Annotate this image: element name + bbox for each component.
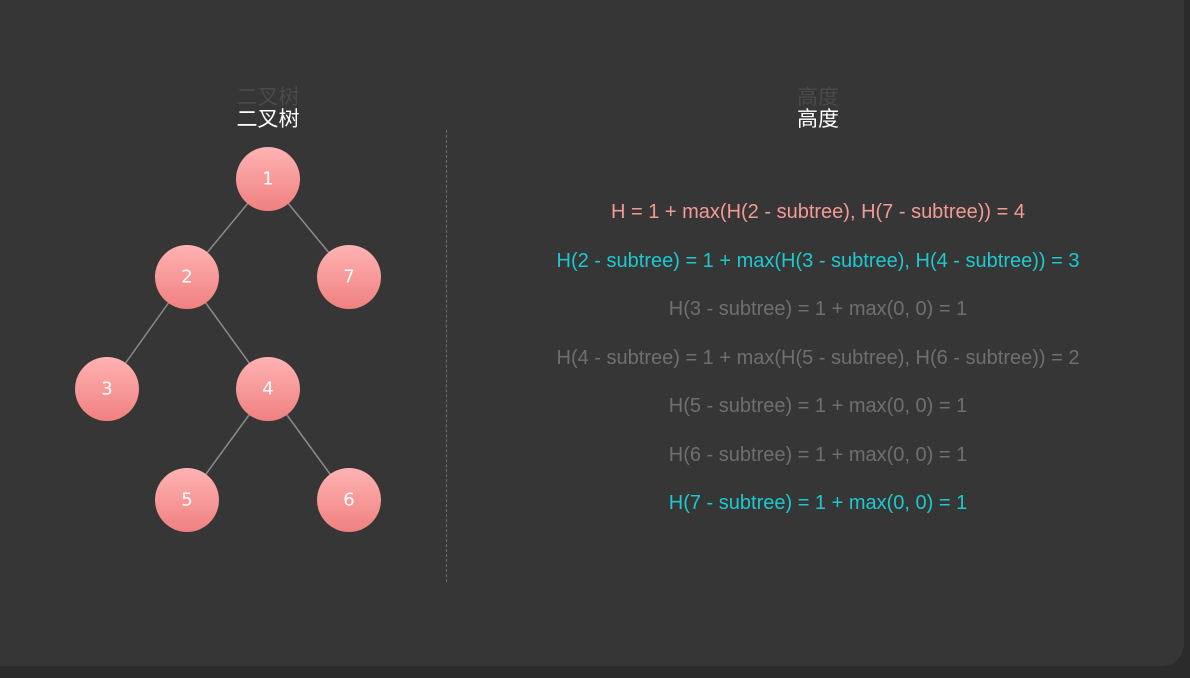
tree-node-2: 2 <box>155 245 219 309</box>
tree-node-5: 5 <box>155 468 219 532</box>
tree-node-1: 1 <box>236 147 300 211</box>
tree-node-circle <box>236 147 300 211</box>
tree-node-label: 5 <box>181 490 192 511</box>
tree-ghost-title: 二叉树 <box>236 85 300 109</box>
tree-node-circle <box>155 468 219 532</box>
tree-node-label: 7 <box>343 267 354 288</box>
height-ghost-title: 高度 <box>797 85 839 109</box>
height-formula: H(6 - subtree) = 1 + max(0, 0) = 1 <box>668 443 968 466</box>
tree-node-label: 6 <box>343 490 354 511</box>
tree-node-circle <box>317 245 381 309</box>
height-title: 高度 <box>797 107 839 131</box>
tree-nodes: 1 2 7 3 4 5 6 <box>75 147 381 532</box>
tree-node-circle <box>75 357 139 421</box>
tree-node-3: 3 <box>75 357 139 421</box>
tree-node-circle <box>317 468 381 532</box>
tree-node-label: 4 <box>262 379 273 400</box>
tree-title: 二叉树 <box>236 107 300 131</box>
tree-node-circle <box>155 245 219 309</box>
tree-node-label: 2 <box>181 267 192 288</box>
tree-node-6: 6 <box>317 468 381 532</box>
tree-node-label: 3 <box>101 379 112 400</box>
binary-tree: 1 2 7 3 4 5 6 <box>75 147 381 532</box>
tree-node-7: 7 <box>317 245 381 309</box>
tree-node-circle <box>236 357 300 421</box>
height-formula: H(3 - subtree) = 1 + max(0, 0) = 1 <box>668 298 968 320</box>
height-formula: H(2 - subtree) = 1 + max(H(3 - subtree),… <box>556 249 1080 272</box>
height-formula: H = 1 + max(H(2 - subtree), H(7 - subtre… <box>610 201 1026 223</box>
tree-node-label: 1 <box>262 169 273 190</box>
tree-edges <box>106 178 350 501</box>
panel-divider <box>446 130 447 582</box>
height-formula: H(5 - subtree) = 1 + max(0, 0) = 1 <box>668 395 968 417</box>
diagram-canvas: 二叉树 二叉树 高度 高度 1 2 7 3 4 5 6 H = 1 + max(H(2 - … <box>0 0 1184 666</box>
height-formula: H(4 - subtree) = 1 + max(H(5 - subtree),… <box>556 346 1080 369</box>
tree-node-4: 4 <box>236 357 300 421</box>
height-formula: H(7 - subtree) = 1 + max(0, 0) = 1 <box>668 492 968 514</box>
